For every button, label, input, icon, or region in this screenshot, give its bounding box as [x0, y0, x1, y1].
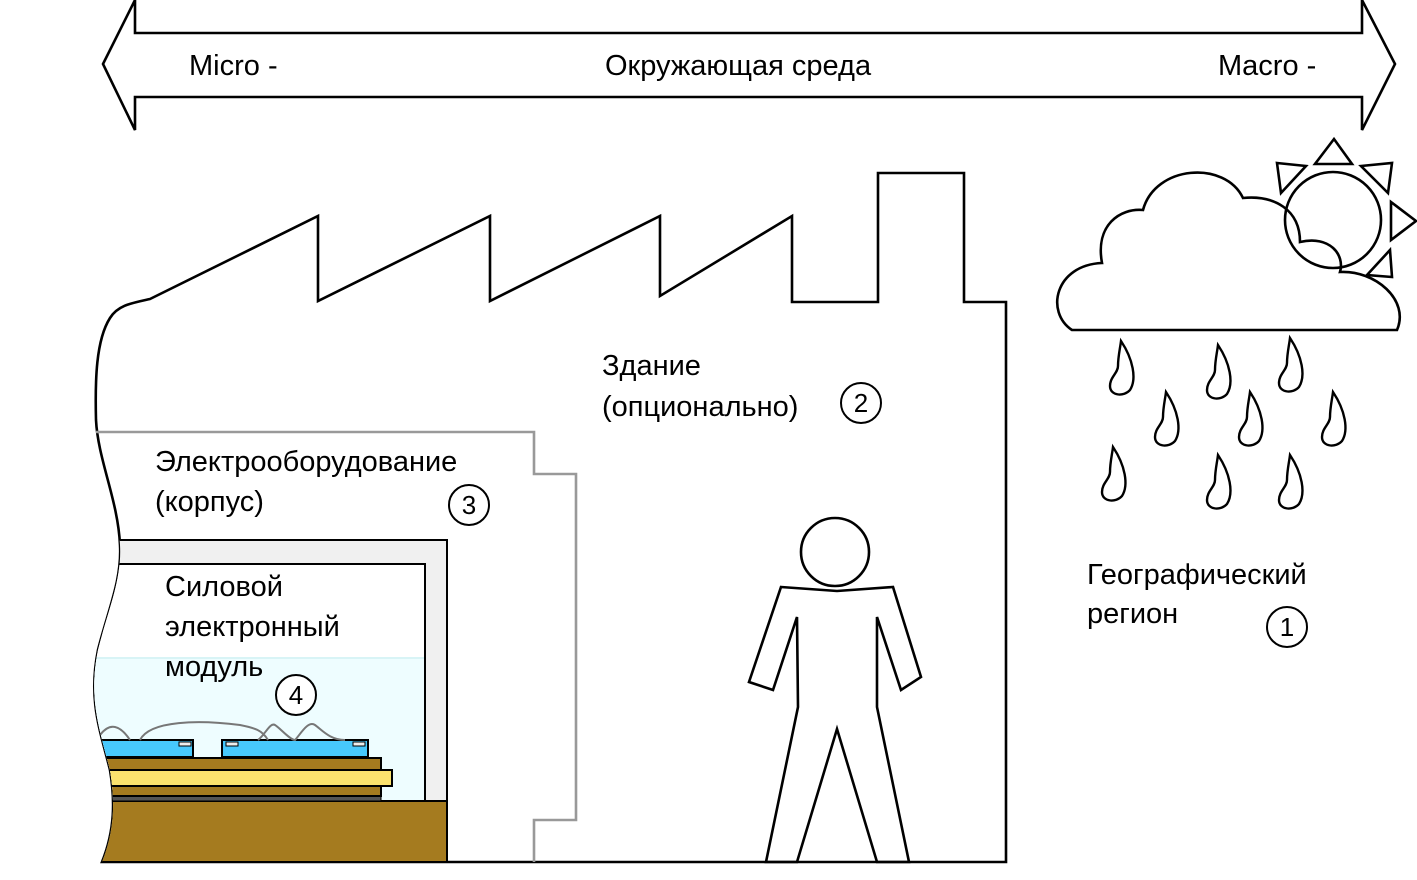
- raindrop: [1205, 341, 1232, 400]
- raindrop: [1277, 334, 1304, 393]
- svg-text:Электрооборудование: Электрооборудование: [155, 446, 457, 478]
- raindrop: [1153, 388, 1180, 447]
- svg-text:(корпус): (корпус): [155, 486, 264, 518]
- micro-label: Micro -: [189, 50, 278, 82]
- chip-2: [221, 739, 369, 758]
- raindrop: [1108, 337, 1135, 396]
- micro-macro-arrow: [101, 0, 1397, 131]
- svg-text:Силовой: Силовой: [165, 571, 283, 603]
- top-copper-layer: [94, 757, 382, 771]
- level-1-badge: 1: [1280, 612, 1294, 642]
- raindrop: [1277, 451, 1304, 510]
- level-2-building: Здание (опционально) 2: [602, 350, 882, 424]
- chip-1: [94, 739, 194, 758]
- ceramic-layer: [94, 769, 393, 787]
- cloud-icon: [1056, 171, 1401, 332]
- enclosure-outline: [96, 430, 578, 862]
- level-1-geographic-region: Географический регион 1: [1087, 559, 1308, 648]
- raindrop: [1100, 443, 1127, 502]
- bond-wires: [99, 721, 346, 742]
- level-2-badge: 2: [854, 388, 868, 418]
- raindrop: [1237, 388, 1264, 447]
- level-3-badge: 3: [462, 490, 476, 520]
- chip-2-pad-right: [352, 741, 366, 747]
- macro-label: Macro -: [1218, 50, 1316, 82]
- bottom-copper-layer: [94, 785, 382, 797]
- raindrop: [1205, 451, 1232, 510]
- sun-icon: [1275, 136, 1417, 279]
- chip-1-pad: [178, 741, 192, 747]
- svg-text:регион: регион: [1087, 598, 1178, 630]
- baseplate: [94, 800, 448, 862]
- svg-text:(опционально): (опционально): [602, 391, 798, 423]
- level-3-enclosure: Электрооборудование (корпус) 3: [155, 446, 490, 526]
- raindrop: [1320, 388, 1347, 447]
- svg-text:Здание: Здание: [602, 350, 701, 382]
- person-icon: [747, 516, 923, 864]
- environment-label: Окружающая среда: [605, 50, 872, 82]
- svg-text:модуль: модуль: [165, 651, 263, 683]
- chip-2-pad-left: [225, 741, 239, 747]
- svg-text:электронный: электронный: [165, 611, 340, 643]
- level-4-badge: 4: [289, 680, 303, 710]
- rain-icon: [1100, 334, 1347, 510]
- svg-text:Географический: Географический: [1087, 559, 1307, 591]
- power-module-group: [94, 539, 448, 862]
- level-4-power-module: Силовой электронный модуль 4: [165, 571, 340, 716]
